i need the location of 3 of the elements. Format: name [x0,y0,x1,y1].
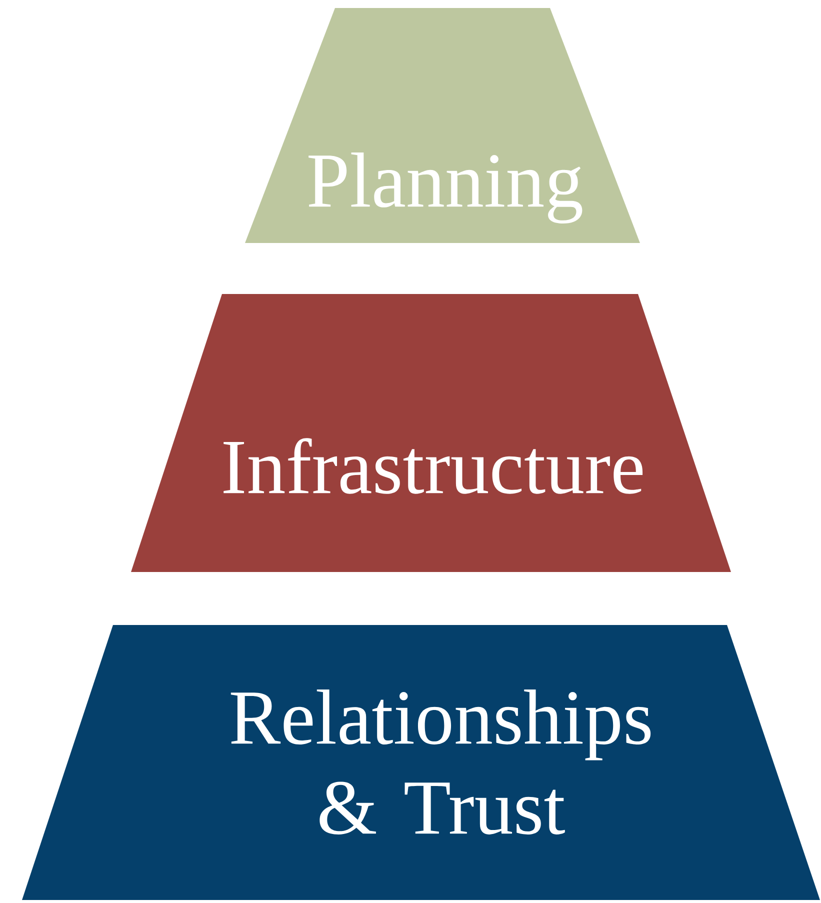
trapezoid-box: Infrastructure [131,294,731,572]
trapezoid-box: Planning [245,8,640,243]
trapezoid-box: Relationships & Trust [22,625,820,900]
